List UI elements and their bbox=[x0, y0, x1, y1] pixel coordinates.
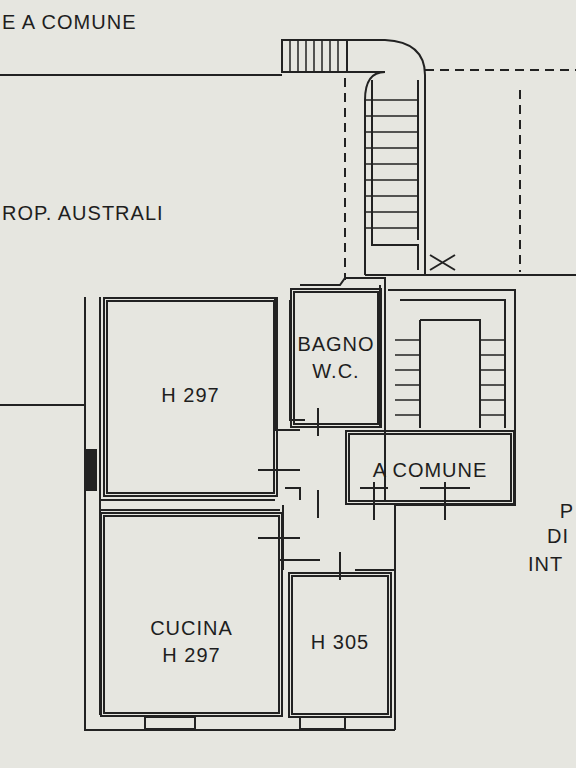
stair-step bbox=[329, 40, 331, 72]
stair-step bbox=[305, 40, 307, 72]
area-label: P bbox=[560, 499, 574, 523]
stair-step bbox=[395, 399, 420, 401]
room-label: A COMUNE bbox=[373, 457, 488, 484]
room-label: H 305 bbox=[311, 629, 369, 656]
room: H 297 bbox=[103, 297, 278, 497]
stair-step bbox=[289, 40, 291, 72]
room-label: CUCINA bbox=[150, 615, 233, 642]
stair-step bbox=[395, 354, 420, 356]
stair-step bbox=[480, 339, 505, 341]
stair-step bbox=[365, 131, 418, 133]
area-label: INT bbox=[528, 552, 563, 576]
stair-step bbox=[480, 354, 505, 356]
stair-step bbox=[480, 414, 505, 416]
stair-step bbox=[365, 227, 418, 229]
stair-step bbox=[337, 40, 339, 72]
room: H 305 bbox=[288, 572, 392, 718]
stair-step bbox=[480, 384, 505, 386]
stair-step bbox=[395, 339, 420, 341]
stair-step bbox=[313, 40, 315, 72]
stair-step bbox=[395, 369, 420, 371]
stair-step bbox=[365, 163, 418, 165]
stair-step bbox=[480, 369, 505, 371]
stair-step bbox=[321, 40, 323, 72]
area-label: E A COMUNE bbox=[2, 10, 136, 34]
area-label: DI bbox=[547, 524, 569, 548]
stair-step bbox=[365, 147, 418, 149]
stair-step bbox=[297, 40, 299, 72]
common-landing: A COMUNE bbox=[345, 430, 515, 505]
kitchen: CUCINAH 297 bbox=[100, 512, 283, 717]
stair-step bbox=[365, 195, 418, 197]
stair-step bbox=[365, 99, 418, 101]
room-label: H 297 bbox=[161, 382, 219, 409]
area-label: ROP. AUSTRALI bbox=[2, 201, 164, 225]
stair-step bbox=[365, 211, 418, 213]
bathroom: BAGNO W.C. bbox=[290, 288, 382, 428]
stair-step bbox=[365, 115, 418, 117]
stair-step bbox=[395, 384, 420, 386]
stair-step bbox=[480, 399, 505, 401]
stair-step bbox=[395, 414, 420, 416]
room-label: H 297 bbox=[162, 642, 220, 669]
stair-step bbox=[365, 179, 418, 181]
room-label: BAGNO W.C. bbox=[297, 331, 374, 385]
